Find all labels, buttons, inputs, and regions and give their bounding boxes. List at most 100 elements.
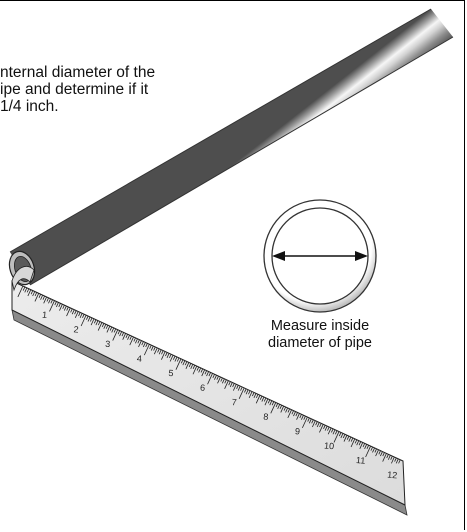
ruler-tick	[324, 425, 328, 431]
ruler-number-12: 12	[387, 470, 398, 481]
ruler-tick	[398, 459, 401, 464]
caption-line-1: Measure inside	[270, 318, 370, 334]
ruler-tick	[141, 341, 144, 346]
ruler-tick	[103, 324, 107, 329]
ruler-tick	[208, 372, 211, 377]
ruler-tick	[80, 314, 87, 327]
ruler-tick	[378, 450, 381, 455]
ruler-tick	[176, 357, 180, 362]
ruler-tick	[200, 368, 204, 373]
ruler-tick	[238, 387, 245, 399]
ruler-tick	[279, 405, 283, 409]
ruler-tick	[308, 418, 312, 424]
ruler-tick	[229, 382, 233, 388]
ruler-tick	[374, 448, 377, 453]
ruler-tick	[275, 403, 279, 408]
ruler-tick	[252, 392, 255, 397]
ruler-tick	[66, 307, 71, 317]
ruler-tick	[109, 326, 113, 331]
arrowhead-right	[355, 251, 368, 261]
ruler-tick	[135, 338, 138, 344]
ruler-tick	[137, 339, 140, 344]
pipe-bottom-edge	[29, 36, 454, 286]
ruler-number-3: 3	[105, 339, 111, 349]
ruler-tick	[382, 452, 385, 457]
ruler-number-5: 5	[168, 368, 174, 378]
ruler-tick	[319, 423, 322, 428]
ruler-tick	[350, 438, 356, 448]
ruler-tick	[319, 424, 324, 433]
ruler-tick	[204, 370, 208, 375]
pipe-body	[10, 9, 453, 285]
ruler-tick	[390, 455, 393, 460]
ruler-tick	[358, 441, 362, 446]
ruler-tick	[40, 294, 44, 300]
ruler-tick	[78, 312, 81, 317]
ruler-tick	[270, 402, 277, 414]
ruler-tick	[71, 309, 75, 315]
ruler-tick	[48, 298, 51, 304]
ruler-tick	[90, 317, 93, 322]
ruler-tick	[343, 435, 348, 442]
ruler-tick	[192, 364, 196, 369]
ruler-tick	[180, 359, 184, 364]
ruler-number-10: 10	[324, 440, 335, 451]
ruler-tick	[303, 415, 306, 420]
ruler-number-8: 8	[263, 412, 269, 422]
ruler-tick	[165, 352, 168, 357]
ruler-tick	[221, 378, 225, 384]
ruler-tick	[145, 343, 148, 348]
ruler-tick	[59, 304, 63, 311]
ruler-tick	[30, 290, 34, 295]
ruler-tick	[370, 446, 373, 451]
ruler-tick	[311, 419, 314, 424]
ruler-tick	[149, 344, 152, 349]
cross-section-caption: Measure inside diameter of pipe	[252, 318, 388, 352]
ruler-tick	[212, 374, 215, 379]
ruler-tick	[362, 443, 366, 448]
ruler-tick	[348, 436, 352, 442]
ruler-tick	[382, 453, 387, 462]
ruler-tick	[56, 302, 59, 308]
ruler-tick	[24, 287, 28, 293]
ruler-tick	[244, 388, 247, 393]
ruler-tick	[62, 304, 65, 309]
ruler-tick	[232, 384, 237, 391]
ruler-tick	[206, 371, 209, 377]
ruler-tick	[42, 295, 45, 300]
ruler-tick	[122, 333, 127, 340]
ruler-tick	[333, 431, 340, 443]
ruler-tick	[153, 346, 156, 351]
ruler-tick	[364, 444, 368, 449]
ruler-tick	[27, 289, 32, 297]
ruler-tick	[172, 355, 176, 360]
ruler-tick	[117, 330, 121, 335]
ruler-tick	[264, 398, 269, 406]
ruler-tick	[49, 300, 55, 312]
ruler-tick	[138, 340, 142, 348]
ruler-tick	[38, 294, 42, 299]
ruler-tick	[394, 457, 397, 462]
ruler-tick	[285, 407, 289, 413]
ruler-tick	[296, 413, 300, 420]
ruler-tick	[365, 445, 371, 458]
ruler-tick	[259, 395, 263, 400]
ruler-tick	[300, 415, 304, 420]
ruler-tick	[277, 404, 281, 409]
ruler-tick	[214, 374, 217, 380]
ruler-tick	[169, 354, 174, 362]
ruler-tick	[232, 383, 235, 388]
ruler-tick	[101, 323, 105, 328]
ruler-tick	[271, 401, 275, 406]
ruler-tick	[142, 342, 146, 348]
caption-line-2: diameter of pipe	[268, 335, 372, 351]
ruler-tick	[86, 315, 89, 320]
ruler-tick	[185, 362, 190, 369]
ruler-tick	[220, 377, 223, 382]
ruler-tick	[175, 358, 182, 370]
ruler-number-9: 9	[295, 426, 301, 436]
ruler-tick	[395, 458, 399, 464]
ruler-tick	[34, 292, 38, 297]
